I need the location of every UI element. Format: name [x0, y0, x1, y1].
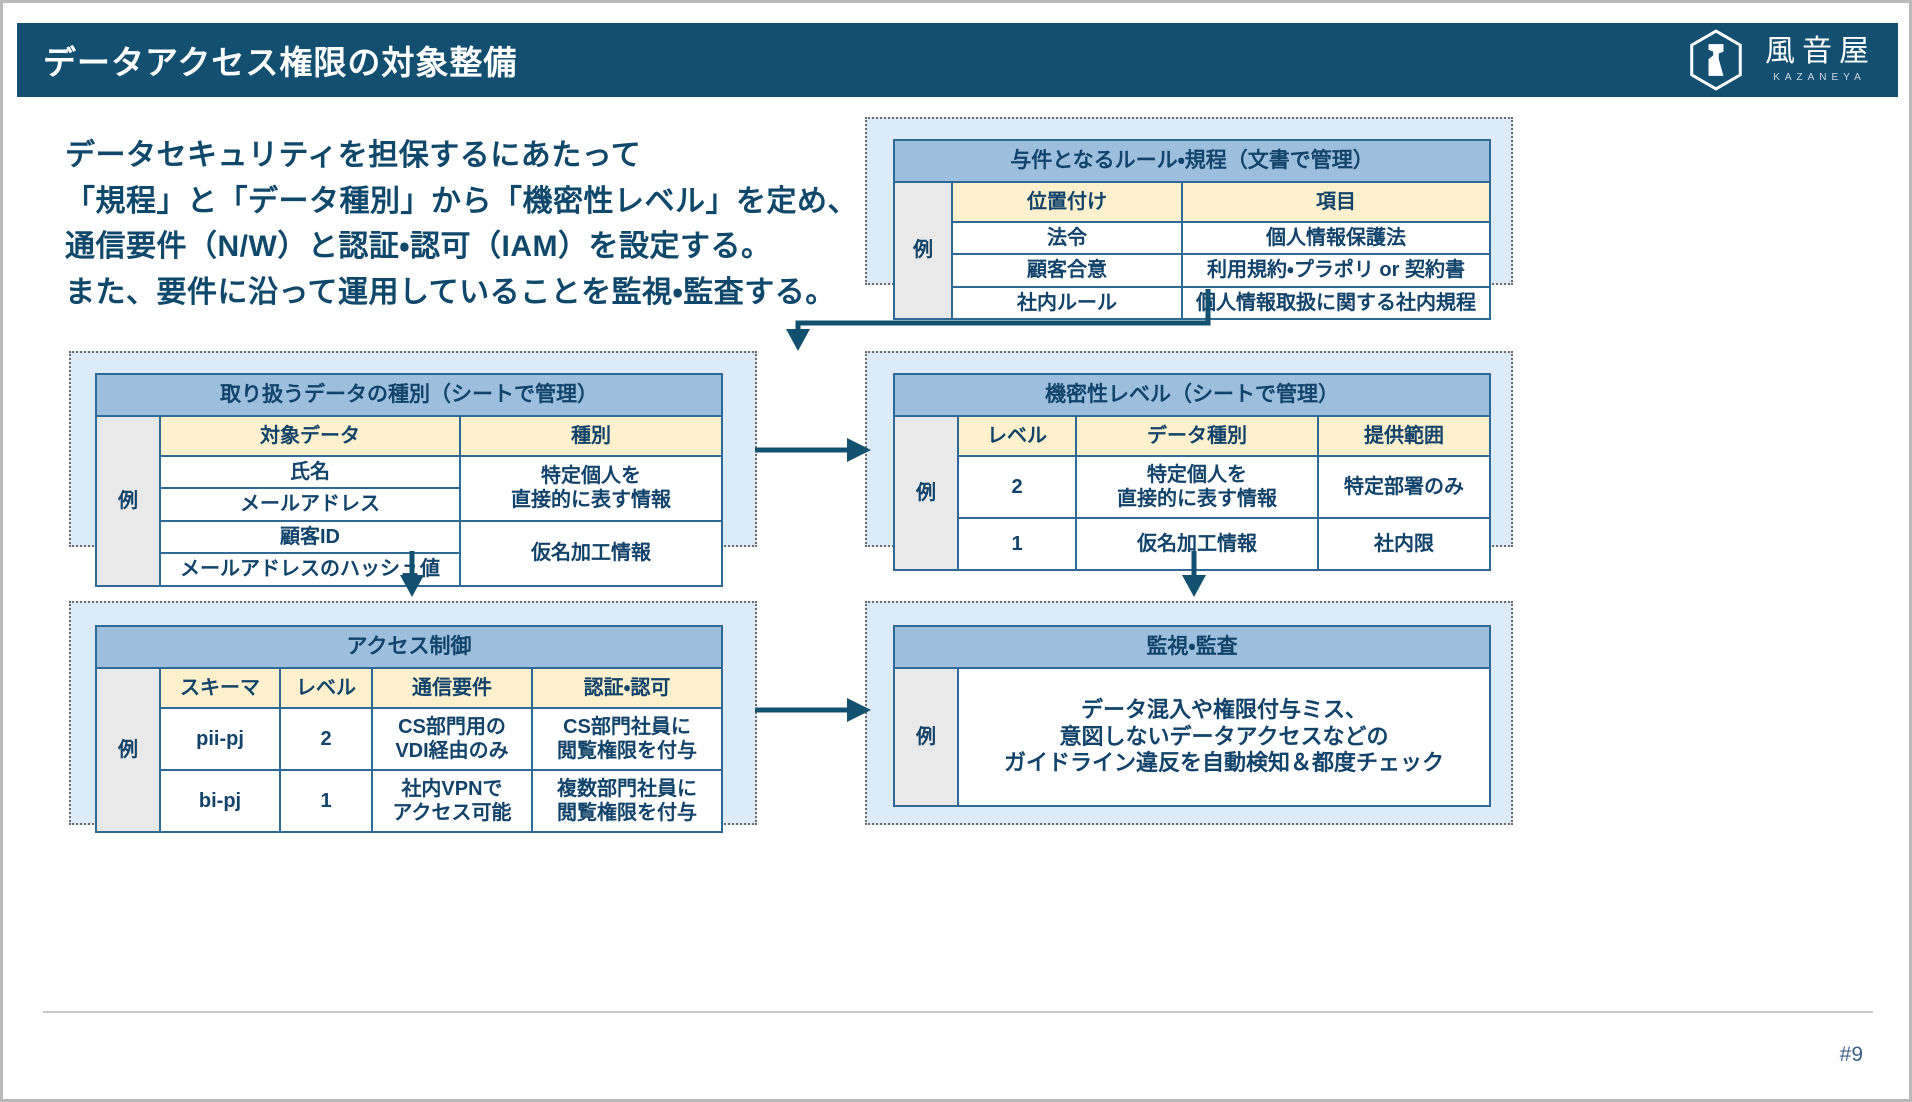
brand-logo: 風音屋 KAZANEYA	[1688, 29, 1876, 91]
cell-data-kind: 仮名加工情報	[1075, 517, 1319, 571]
logo-japanese-name: 風音屋	[1765, 35, 1876, 68]
cell-target-data: 氏名	[159, 454, 461, 490]
logo-wordmark: 風音屋 KAZANEYA	[1758, 37, 1876, 83]
table-row: pii-pj 2 CS部門用の VDI経由のみ CS部門社員に 閲覧権限を付与	[96, 707, 724, 771]
cell-iam: CS部門社員に 閲覧権限を付与	[530, 707, 724, 771]
column-header: 種別	[459, 415, 723, 457]
table-row: 例 スキーマ レベル 通信要件 認証・認可	[95, 667, 724, 833]
table-row: アクセス制御	[94, 625, 724, 669]
column-header: 認証・認可	[530, 667, 724, 709]
cell-position: 法令	[951, 220, 1183, 256]
table-row: 顧客ID 仮名加工情報	[96, 519, 723, 587]
table-data-types: 取り扱うデータの種別（シートで管理） 例 対象データ 種別 氏名 特定個人を 直…	[95, 373, 723, 587]
table-row: 例 データ混入や権限付与ミス、 意図しないデータアクセスなどの ガイドライン違反…	[893, 667, 1492, 807]
cell-schema: bi-pj	[159, 769, 281, 833]
column-header: スキーマ	[159, 667, 281, 709]
table-title: 監視・監査	[892, 625, 1492, 669]
table-row: 1 仮名加工情報 社内限	[894, 517, 1491, 571]
arrow-rules-to-types	[773, 285, 1213, 355]
table-row: 与件となるルール・規程（文書で管理）	[893, 139, 1491, 183]
cell-level: 1	[279, 769, 373, 833]
cell-target-data: 顧客ID	[159, 519, 461, 555]
table-row: 法令 個人情報保護法	[894, 220, 1491, 256]
example-label: 例	[893, 415, 959, 571]
slide-header: データアクセス権限の対象整備 風音屋 KAZANEYA	[17, 23, 1898, 97]
cell-kind: 仮名加工情報	[459, 519, 723, 587]
table-row: bi-pj 1 社内VPNで アクセス可能 複数部門社員に 閲覧権限を付与	[96, 769, 724, 833]
cell-item: 個人情報保護法	[1181, 220, 1491, 256]
cell-item: 利用規約・プラポリ or 契約書	[1181, 253, 1491, 288]
column-header: レベル	[279, 667, 373, 709]
cell-level: 2	[279, 707, 373, 771]
table-row: 社内ルール 個人情報取扱に関する社内規程	[894, 285, 1491, 321]
lead-paragraph: データセキュリティを担保するにあたって 「規程」と「データ種別」から「機密性レベ…	[65, 139, 858, 309]
example-label: 例	[95, 667, 161, 833]
footer-divider	[43, 1011, 1873, 1013]
page-number: #9	[1839, 1043, 1863, 1066]
table-title: 取り扱うデータの種別（シートで管理）	[95, 373, 723, 417]
cell-scope: 特定部署のみ	[1317, 455, 1491, 519]
table-row: 2 特定個人を 直接的に表す情報 特定部署のみ	[894, 455, 1491, 519]
example-label: 例	[95, 415, 161, 587]
table-row: 氏名 特定個人を 直接的に表す情報	[96, 454, 723, 522]
monitoring-description: データ混入や権限付与ミス、 意図しないデータアクセスなどの ガイドライン違反を自…	[956, 667, 1492, 807]
cell-level: 1	[957, 517, 1077, 571]
table-access-control: アクセス制御 例 スキーマ レベル 通信要件 認証・認可 pii-pj 2 CS…	[94, 625, 724, 833]
arrow-access-to-monitor	[755, 693, 875, 727]
cell-schema: pii-pj	[159, 707, 281, 771]
table-confidentiality-levels: 機密性レベル（シートで管理） 例 レベル データ種別 提供範囲 2 特定個人を …	[893, 373, 1491, 571]
arrow-levels-to-monitor	[1177, 551, 1211, 599]
table-monitoring: 監視・監査 例 データ混入や権限付与ミス、 意図しないデータアクセスなどの ガイ…	[892, 625, 1492, 807]
column-header: 位置付け	[951, 181, 1183, 223]
cell-level: 2	[957, 455, 1077, 519]
logo-romaji-name: KAZANEYA	[1773, 72, 1866, 83]
cell-kind: 特定個人を 直接的に表す情報	[459, 455, 723, 522]
cell-network-requirement: 社内VPNで アクセス可能	[371, 769, 533, 833]
table-title: 機密性レベル（シートで管理）	[893, 373, 1491, 417]
table-row: 例 対象データ 種別	[95, 415, 723, 587]
column-header: 通信要件	[371, 667, 533, 709]
column-header: 対象データ	[159, 415, 461, 457]
example-label: 例	[893, 180, 953, 321]
kazaneya-hexagon-icon	[1688, 29, 1744, 91]
table-rules: 与件となるルール・規程（文書で管理） 例 位置付け 項目 法令 個人情報保護法 …	[893, 139, 1491, 321]
arrow-types-to-levels	[755, 433, 875, 467]
table-row: 顧客合意 利用規約・プラポリ or 契約書	[894, 253, 1491, 288]
table-row: 例 レベル データ種別 提供範囲	[893, 415, 1491, 571]
example-label: 例	[893, 667, 959, 807]
table-title: 与件となるルール・規程（文書で管理）	[893, 139, 1491, 183]
table-row: 取り扱うデータの種別（シートで管理）	[95, 373, 723, 417]
cell-iam: 複数部門社員に 閲覧権限を付与	[530, 769, 724, 833]
cell-position: 顧客合意	[951, 253, 1183, 288]
column-header: 項目	[1181, 181, 1491, 223]
column-header: データ種別	[1075, 415, 1319, 457]
cell-scope: 社内限	[1317, 517, 1491, 571]
column-header: レベル	[957, 415, 1077, 457]
table-row: 例 位置付け 項目	[893, 180, 1491, 321]
page-title: データアクセス権限の対象整備	[43, 44, 518, 81]
cell-data-kind: 特定個人を 直接的に表す情報	[1075, 455, 1319, 519]
table-row: 機密性レベル（シートで管理）	[893, 373, 1491, 417]
cell-position: 社内ルール	[951, 285, 1183, 321]
arrow-types-to-access	[395, 551, 429, 599]
cell-network-requirement: CS部門用の VDI経由のみ	[371, 707, 533, 771]
column-header: 提供範囲	[1317, 415, 1491, 457]
cell-item: 個人情報取扱に関する社内規程	[1181, 285, 1491, 321]
cell-target-data: メールアドレス	[159, 487, 461, 522]
table-title: アクセス制御	[94, 625, 724, 669]
table-row: 監視・監査	[892, 625, 1492, 669]
table-row: メールアドレス	[96, 487, 722, 522]
